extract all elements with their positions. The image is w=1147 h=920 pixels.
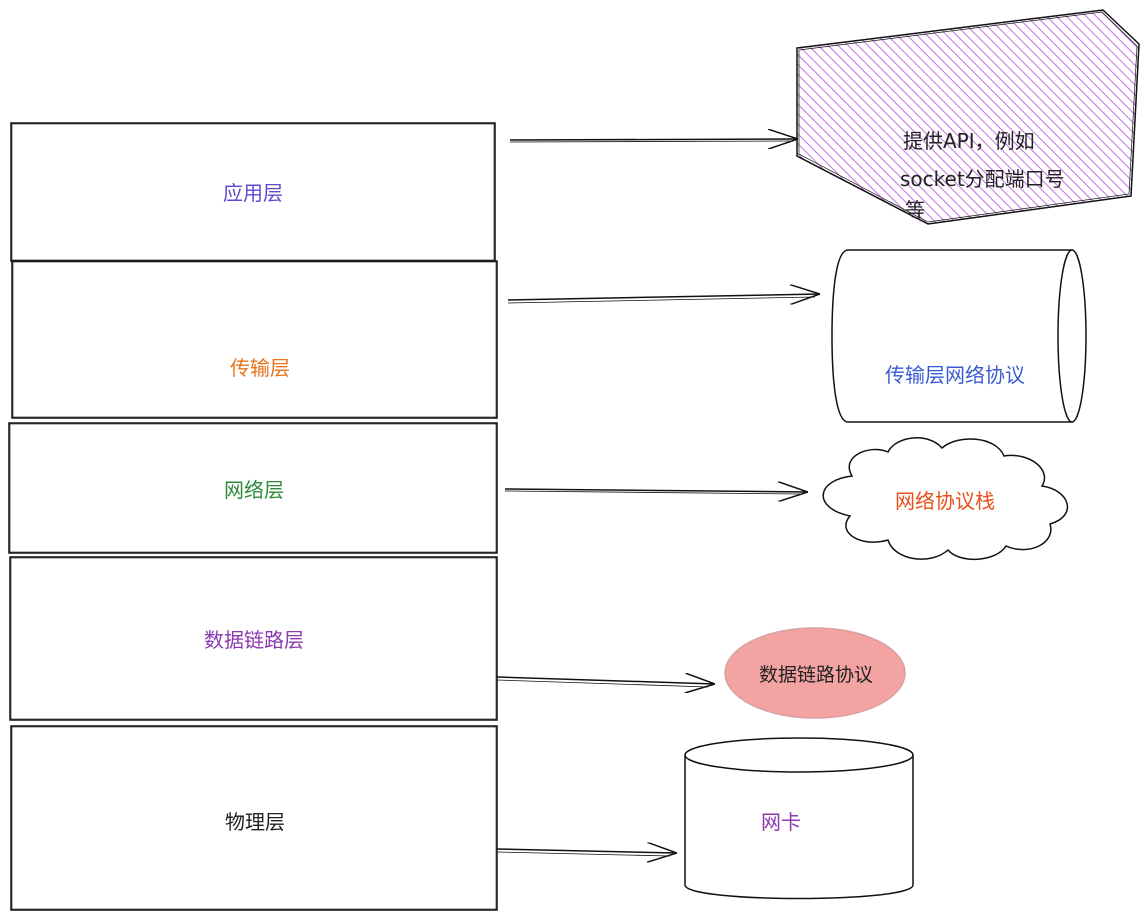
nic-label: 网卡 (761, 810, 801, 834)
arrow-network (504, 489, 808, 494)
layer-label-datalink: 数据链路层 (204, 628, 304, 652)
network-stack-cloud: 网络协议栈 (822, 437, 1069, 561)
app-api-text-line2: socket分配端口号 (900, 167, 1065, 191)
transport-protocol-cylinder: 传输层网络协议 (831, 249, 1087, 423)
datalink-protocol-ellipse: 数据链路协议 (724, 627, 906, 719)
layer-label-network: 网络层 (224, 478, 284, 502)
layer-box-network: 网络层 (8, 422, 498, 554)
app-api-text-line3: 等 (905, 198, 925, 222)
network-stack-label: 网络协议栈 (895, 489, 995, 513)
layer-label-physical: 物理层 (225, 810, 285, 834)
transport-protocol-label: 传输层网络协议 (885, 363, 1025, 387)
layer-box-physical: 物理层 (10, 725, 498, 911)
layer-box-application: 应用层 (10, 122, 496, 262)
layer-label-transport: 传输层 (230, 356, 290, 380)
layer-box-datalink: 数据链路层 (9, 556, 498, 721)
nic-cylinder: 网卡 (684, 737, 914, 900)
layer-label-application: 应用层 (223, 181, 283, 205)
arrow-transport (507, 294, 820, 303)
arrow-datalink (496, 677, 715, 687)
datalink-protocol-label: 数据链路协议 (759, 664, 873, 686)
arrow-application (509, 139, 798, 142)
layer-box-transport: 传输层 (11, 260, 498, 419)
app-api-text-line1: 提供API，例如 (903, 129, 1035, 153)
app-api-hexagon: 提供API，例如 socket分配端口号 等 (796, 9, 1140, 225)
arrow-physical (496, 849, 677, 856)
